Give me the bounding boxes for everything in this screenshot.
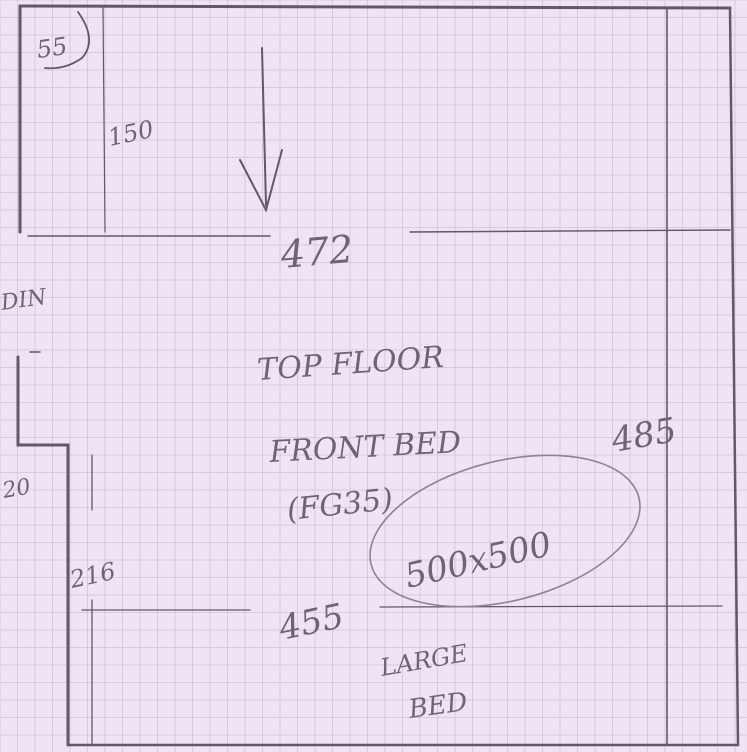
bed-size-label: 500x500 xyxy=(401,524,555,596)
lower-left-wall xyxy=(16,355,70,747)
right-wall-outer xyxy=(728,6,740,747)
room-name-label: FRONT BED xyxy=(268,425,462,470)
mid-line-right xyxy=(409,229,731,233)
bottom-width-label: 455 xyxy=(275,596,348,649)
room-code-label: (FG35) xyxy=(285,482,394,528)
door-left-label: DIN xyxy=(0,285,49,316)
top-width-label: 472 xyxy=(278,227,355,277)
lower-line-right xyxy=(379,605,723,608)
corner-arc xyxy=(44,11,90,70)
left-top-dim-label: 150 xyxy=(105,115,156,152)
other-room-line2-label: BED xyxy=(406,687,470,725)
right-height-label: 485 xyxy=(608,410,680,461)
left-gap-label: 20 xyxy=(0,474,33,504)
other-room-line1-label: LARGE xyxy=(377,639,470,682)
corner-dim-label: 55 xyxy=(35,32,69,64)
upper-left-inner xyxy=(102,7,106,233)
bed-ellipse xyxy=(369,454,641,608)
top-wall xyxy=(18,4,732,10)
floor-title-label: TOP FLOOR xyxy=(256,340,445,388)
wall-lines xyxy=(16,4,740,747)
down-arrow-icon xyxy=(239,47,283,213)
left-bottom-dim-label: 216 xyxy=(66,557,118,594)
